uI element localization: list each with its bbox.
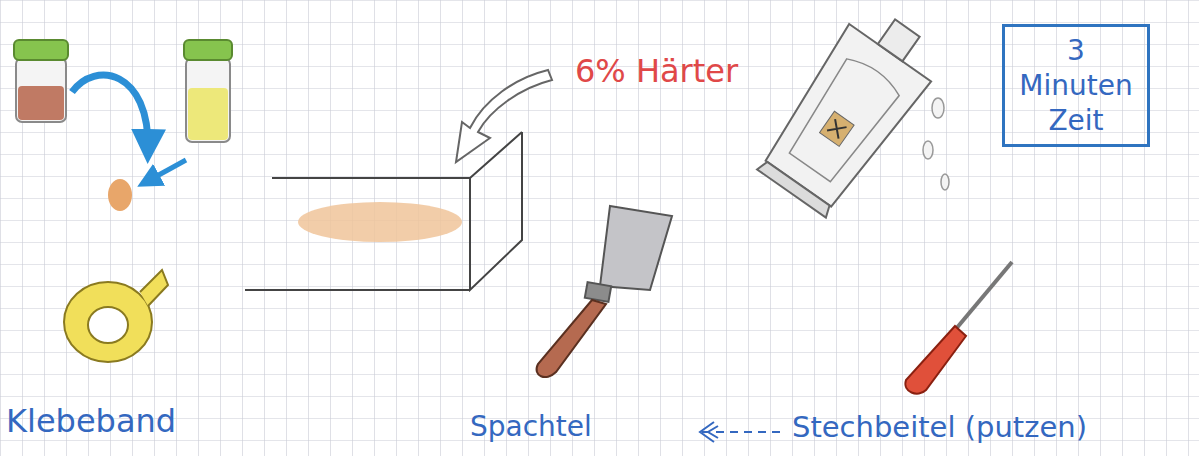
mixed-blob <box>108 179 132 211</box>
glue-tube <box>751 0 949 222</box>
tape-roll <box>64 270 168 362</box>
mix-arrow <box>146 160 186 182</box>
pointer-arrow <box>456 70 552 162</box>
dashed-arrow <box>700 422 784 442</box>
jar-brown <box>14 40 68 122</box>
mix-arrow <box>72 75 148 150</box>
jar-yellow <box>184 40 232 142</box>
time-box: 3 Minuten Zeit <box>1002 24 1150 147</box>
chisel <box>905 262 1012 394</box>
note-text: 3 Minuten Zeit <box>1011 33 1141 138</box>
part-label: Stechbeitel (putzen) <box>792 410 1087 444</box>
hardener-label: 6% Härter <box>575 52 738 90</box>
wood-board <box>245 132 522 290</box>
part-label: Spachtel <box>470 410 592 443</box>
spatula <box>537 206 672 377</box>
part-label: Klebeband <box>6 402 176 440</box>
glue-drops <box>923 98 949 190</box>
